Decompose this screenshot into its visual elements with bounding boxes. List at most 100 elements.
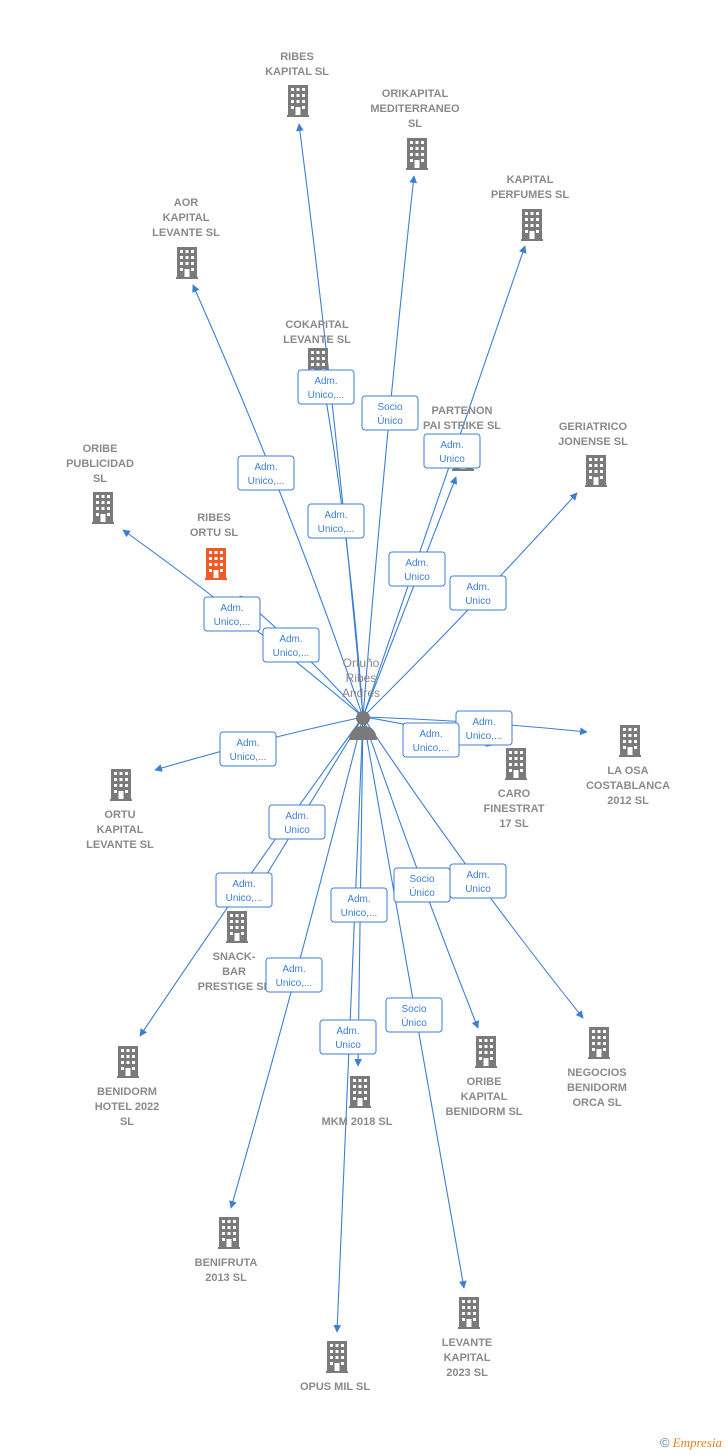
relation-text: Adm.Unico,... xyxy=(318,510,355,535)
company-label-line: PRESTIGE SL xyxy=(198,981,271,993)
building-icon xyxy=(475,1036,497,1068)
relation-label-ribes-kapital[interactable]: Adm.Unico,... xyxy=(297,369,355,405)
relation-label-partenon-pai-strike[interactable]: Adm.Unico xyxy=(423,433,481,469)
company-node-mkm-2018[interactable]: MKM 2018 SL xyxy=(322,1076,393,1128)
relation-text-line: Adm. xyxy=(279,634,302,645)
relation-text-line: Adm. xyxy=(347,894,370,905)
building-icon xyxy=(226,911,248,943)
relation-text-line: Unico,... xyxy=(308,390,345,401)
relation-text-line: Unico,... xyxy=(226,893,263,904)
company-label-line: 2023 SL xyxy=(446,1367,488,1379)
empresia-logo[interactable]: ©Empresia xyxy=(660,1435,722,1451)
relation-text-line: Adm. xyxy=(232,879,255,890)
relation-label-caro-finestrat[interactable]: Adm. Unico,... xyxy=(402,722,460,758)
company-label-line: PERFUMES SL xyxy=(491,189,570,201)
relation-text-line: Adm. xyxy=(440,440,463,451)
relation-text-line: Adm. xyxy=(419,729,442,740)
building-icon xyxy=(205,548,227,580)
relation-text: Adm. Unico,... xyxy=(226,879,263,904)
relation-text: Adm.Unico xyxy=(465,582,491,607)
relation-label-opus-mil[interactable]: Adm.Unico xyxy=(319,1019,377,1055)
relation-text-line: Unico,... xyxy=(341,908,378,919)
relation-box xyxy=(449,863,507,899)
edge-aor-kapital-levante xyxy=(192,284,364,718)
relation-label-la-osa-costablanca[interactable]: Adm.Unico,... xyxy=(455,710,513,746)
building-icon xyxy=(406,138,428,170)
relation-label-geriatrico-jonense[interactable]: Adm.Unico xyxy=(449,575,507,611)
relation-box xyxy=(423,433,481,469)
company-label-line: LEVANTE xyxy=(442,1337,493,1349)
relation-text-line: Adm. xyxy=(220,603,243,614)
company-label-line: PUBLICIDAD xyxy=(66,458,134,470)
relation-label-snack-bar-prestige[interactable]: Adm.Unico xyxy=(268,804,326,840)
relation-text-line: Único xyxy=(401,1016,427,1029)
company-label-line: ORTU xyxy=(104,809,135,821)
relation-box xyxy=(307,503,365,539)
relation-label-benifruta-2013[interactable]: Adm.Unico,... xyxy=(265,957,323,993)
relation-text-line: Unico,... xyxy=(276,978,313,989)
building-icon xyxy=(218,1217,240,1249)
building-icon xyxy=(505,748,527,780)
company-label-line: SNACK- xyxy=(213,951,256,963)
building-icon xyxy=(458,1297,480,1329)
copyright-symbol: © xyxy=(660,1435,670,1450)
building-icon xyxy=(117,1046,139,1078)
relation-text: Adm.Unico,... xyxy=(273,634,310,659)
relation-text-line: Unico,... xyxy=(230,752,267,763)
relation-label-ortu-kapital-levante[interactable]: Adm.Unico,... xyxy=(219,731,277,767)
relation-box xyxy=(449,575,507,611)
relation-text: Adm.Unico,... xyxy=(214,603,251,628)
relation-box xyxy=(361,395,419,431)
relation-box xyxy=(262,627,320,663)
relation-box xyxy=(402,722,460,758)
building-icon xyxy=(92,492,114,524)
relation-text-line: Unico,... xyxy=(413,743,450,754)
relation-label-benidorm-hotel-2022[interactable]: Adm. Unico,... xyxy=(215,872,273,908)
relation-label-mkm-2018[interactable]: Adm. Unico,... xyxy=(330,887,388,923)
relation-text-line: Unico xyxy=(404,572,430,583)
building-icon xyxy=(287,85,309,117)
relation-text-line: Adm. xyxy=(405,558,428,569)
relation-label-cokapital-levante[interactable]: Adm.Unico,... xyxy=(307,503,365,539)
relation-label-aor-kapital-levante[interactable]: Adm.Unico,... xyxy=(237,455,295,491)
company-label-line: LEVANTE SL xyxy=(283,334,351,346)
relation-text-line: Adm. xyxy=(466,870,489,881)
relation-label-ribes-ortu[interactable]: Adm.Unico,... xyxy=(262,627,320,663)
relation-box xyxy=(388,551,446,587)
relation-label-kapital-perfumes[interactable]: Adm. Unico xyxy=(388,551,446,587)
company-node-opus-mil[interactable]: OPUS MIL SL xyxy=(300,1341,370,1393)
relation-label-oribe-publicidad[interactable]: Adm.Unico,... xyxy=(203,596,261,632)
relation-label-negocios-benidorm-orca[interactable]: Adm.Unico xyxy=(449,863,507,899)
company-label-line: SL xyxy=(120,1116,134,1128)
